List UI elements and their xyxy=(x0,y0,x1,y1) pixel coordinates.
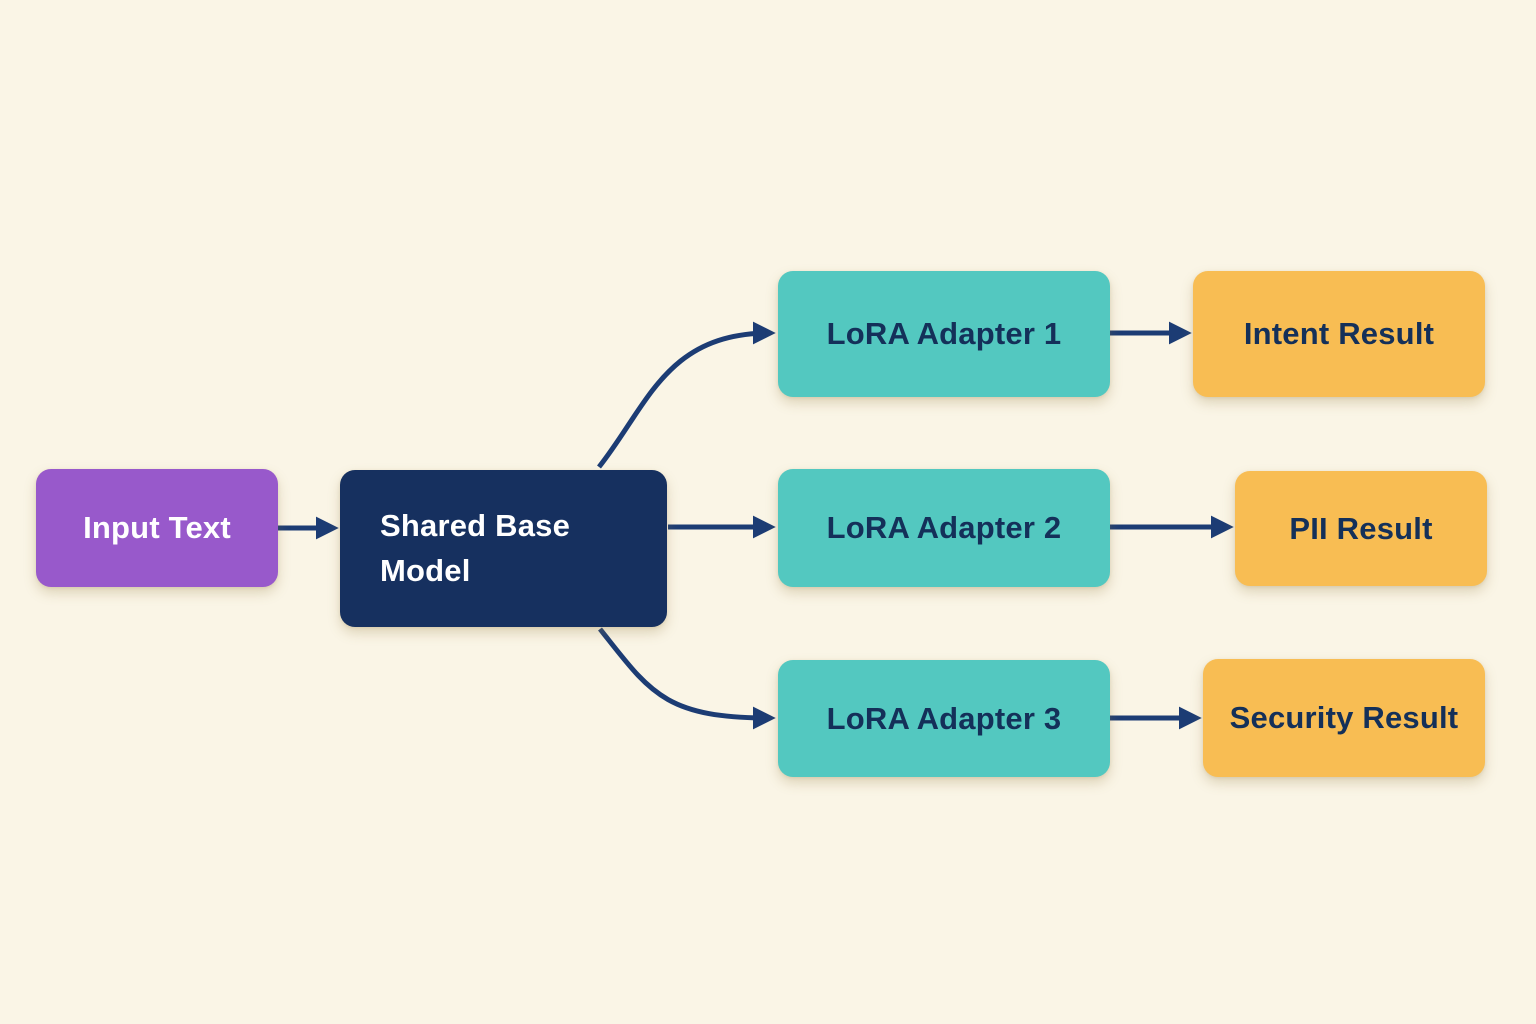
node-input-text: Input Text xyxy=(36,469,278,587)
node-lora-adapter-3-label: LoRA Adapter 3 xyxy=(826,700,1062,736)
node-lora-adapter-3: LoRA Adapter 3 xyxy=(778,660,1110,777)
node-pii-result: PII Result xyxy=(1235,471,1487,586)
node-lora-adapter-1: LoRA Adapter 1 xyxy=(778,271,1110,397)
node-shared-base-model-label: Shared Base Model xyxy=(380,508,571,588)
node-lora-adapter-2-label: LoRA Adapter 2 xyxy=(826,510,1062,545)
edge-base-to-adapter1 xyxy=(597,321,776,469)
node-lora-adapter-1-label: LoRA Adapter 1 xyxy=(826,316,1062,351)
node-pii-result-label: PII Result xyxy=(1289,510,1433,546)
node-intent-result: Intent Result xyxy=(1193,271,1485,397)
node-shared-base-model: Shared Base Model xyxy=(340,470,667,627)
node-lora-adapter-2: LoRA Adapter 2 xyxy=(778,469,1110,587)
edge-base-to-adapter3 xyxy=(598,627,776,730)
node-security-result: Security Result xyxy=(1203,659,1485,777)
node-security-result-label: Security Result xyxy=(1229,700,1459,735)
node-intent-result-label: Intent Result xyxy=(1243,316,1435,351)
node-input-text-label: Input Text xyxy=(83,510,231,545)
